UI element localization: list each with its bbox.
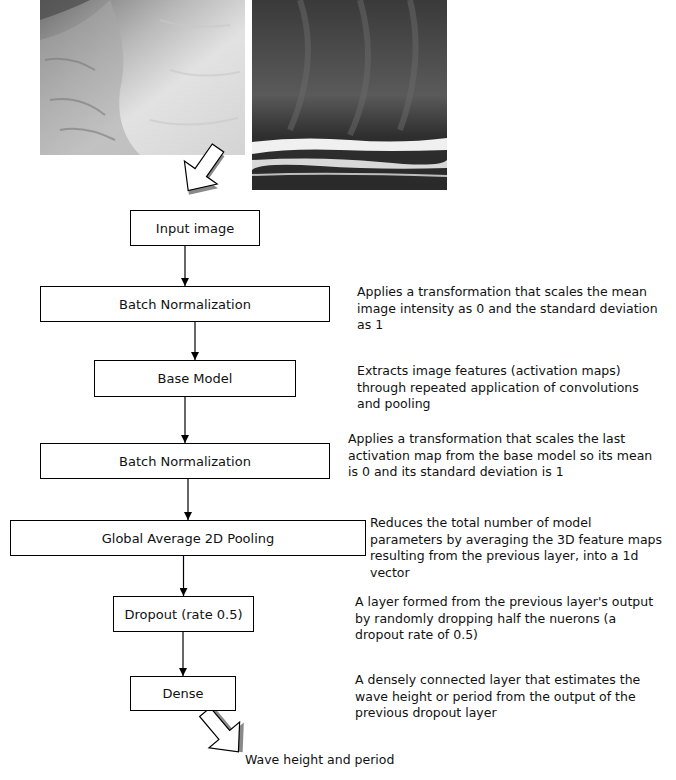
description-note: Extracts image features (activation maps… (357, 363, 657, 413)
box-label: Input image (156, 221, 234, 236)
flow-arrow (183, 556, 184, 596)
flow-arrow (182, 632, 183, 676)
box-text: Dropout (rate 0.5) (124, 607, 242, 622)
description-note: Applies a transformation that scales the… (357, 284, 662, 334)
description-note: A layer formed from the previous layer's… (355, 594, 660, 644)
process-box: Batch Normalization (40, 286, 330, 322)
box-label: Dense (162, 686, 203, 701)
process-box: Global Average 2D Pooling (10, 520, 366, 556)
process-box: Dropout (rate 0.5) (113, 596, 254, 632)
box-text: Input image (156, 221, 234, 236)
box-text: Dense (162, 686, 203, 701)
process-box: Base Model (94, 360, 296, 397)
box-text: Global Average 2D Pooling (102, 531, 275, 546)
box-label: Base Model (158, 371, 233, 386)
description-note: Reduces the total number of model parame… (370, 515, 666, 581)
sea-photo-left (40, 0, 245, 155)
flow-arrow (187, 479, 188, 520)
box-label: Dropout (rate 0.5) (124, 607, 242, 622)
process-box: Input image (130, 210, 260, 246)
box-label: Batch Normalization (119, 297, 251, 312)
flow-arrow (194, 322, 195, 360)
box-label: Batch Normalization (119, 454, 251, 469)
sea-photo-right (252, 0, 447, 190)
hollow-arrow (170, 137, 237, 207)
process-box: Batch Normalization (40, 443, 330, 479)
box-text: Batch Normalization (119, 454, 251, 469)
process-box: Dense (130, 676, 236, 711)
box-text: Batch Normalization (119, 297, 251, 312)
flow-arrow (184, 246, 185, 286)
box-text: Base Model (158, 371, 233, 386)
description-note: A densely connected layer that estimates… (355, 672, 660, 722)
output-label: Wave height and period (245, 752, 545, 769)
description-note: Applies a transformation that scales the… (348, 431, 666, 481)
box-label: Global Average 2D Pooling (102, 531, 275, 546)
flow-arrow (184, 397, 185, 443)
